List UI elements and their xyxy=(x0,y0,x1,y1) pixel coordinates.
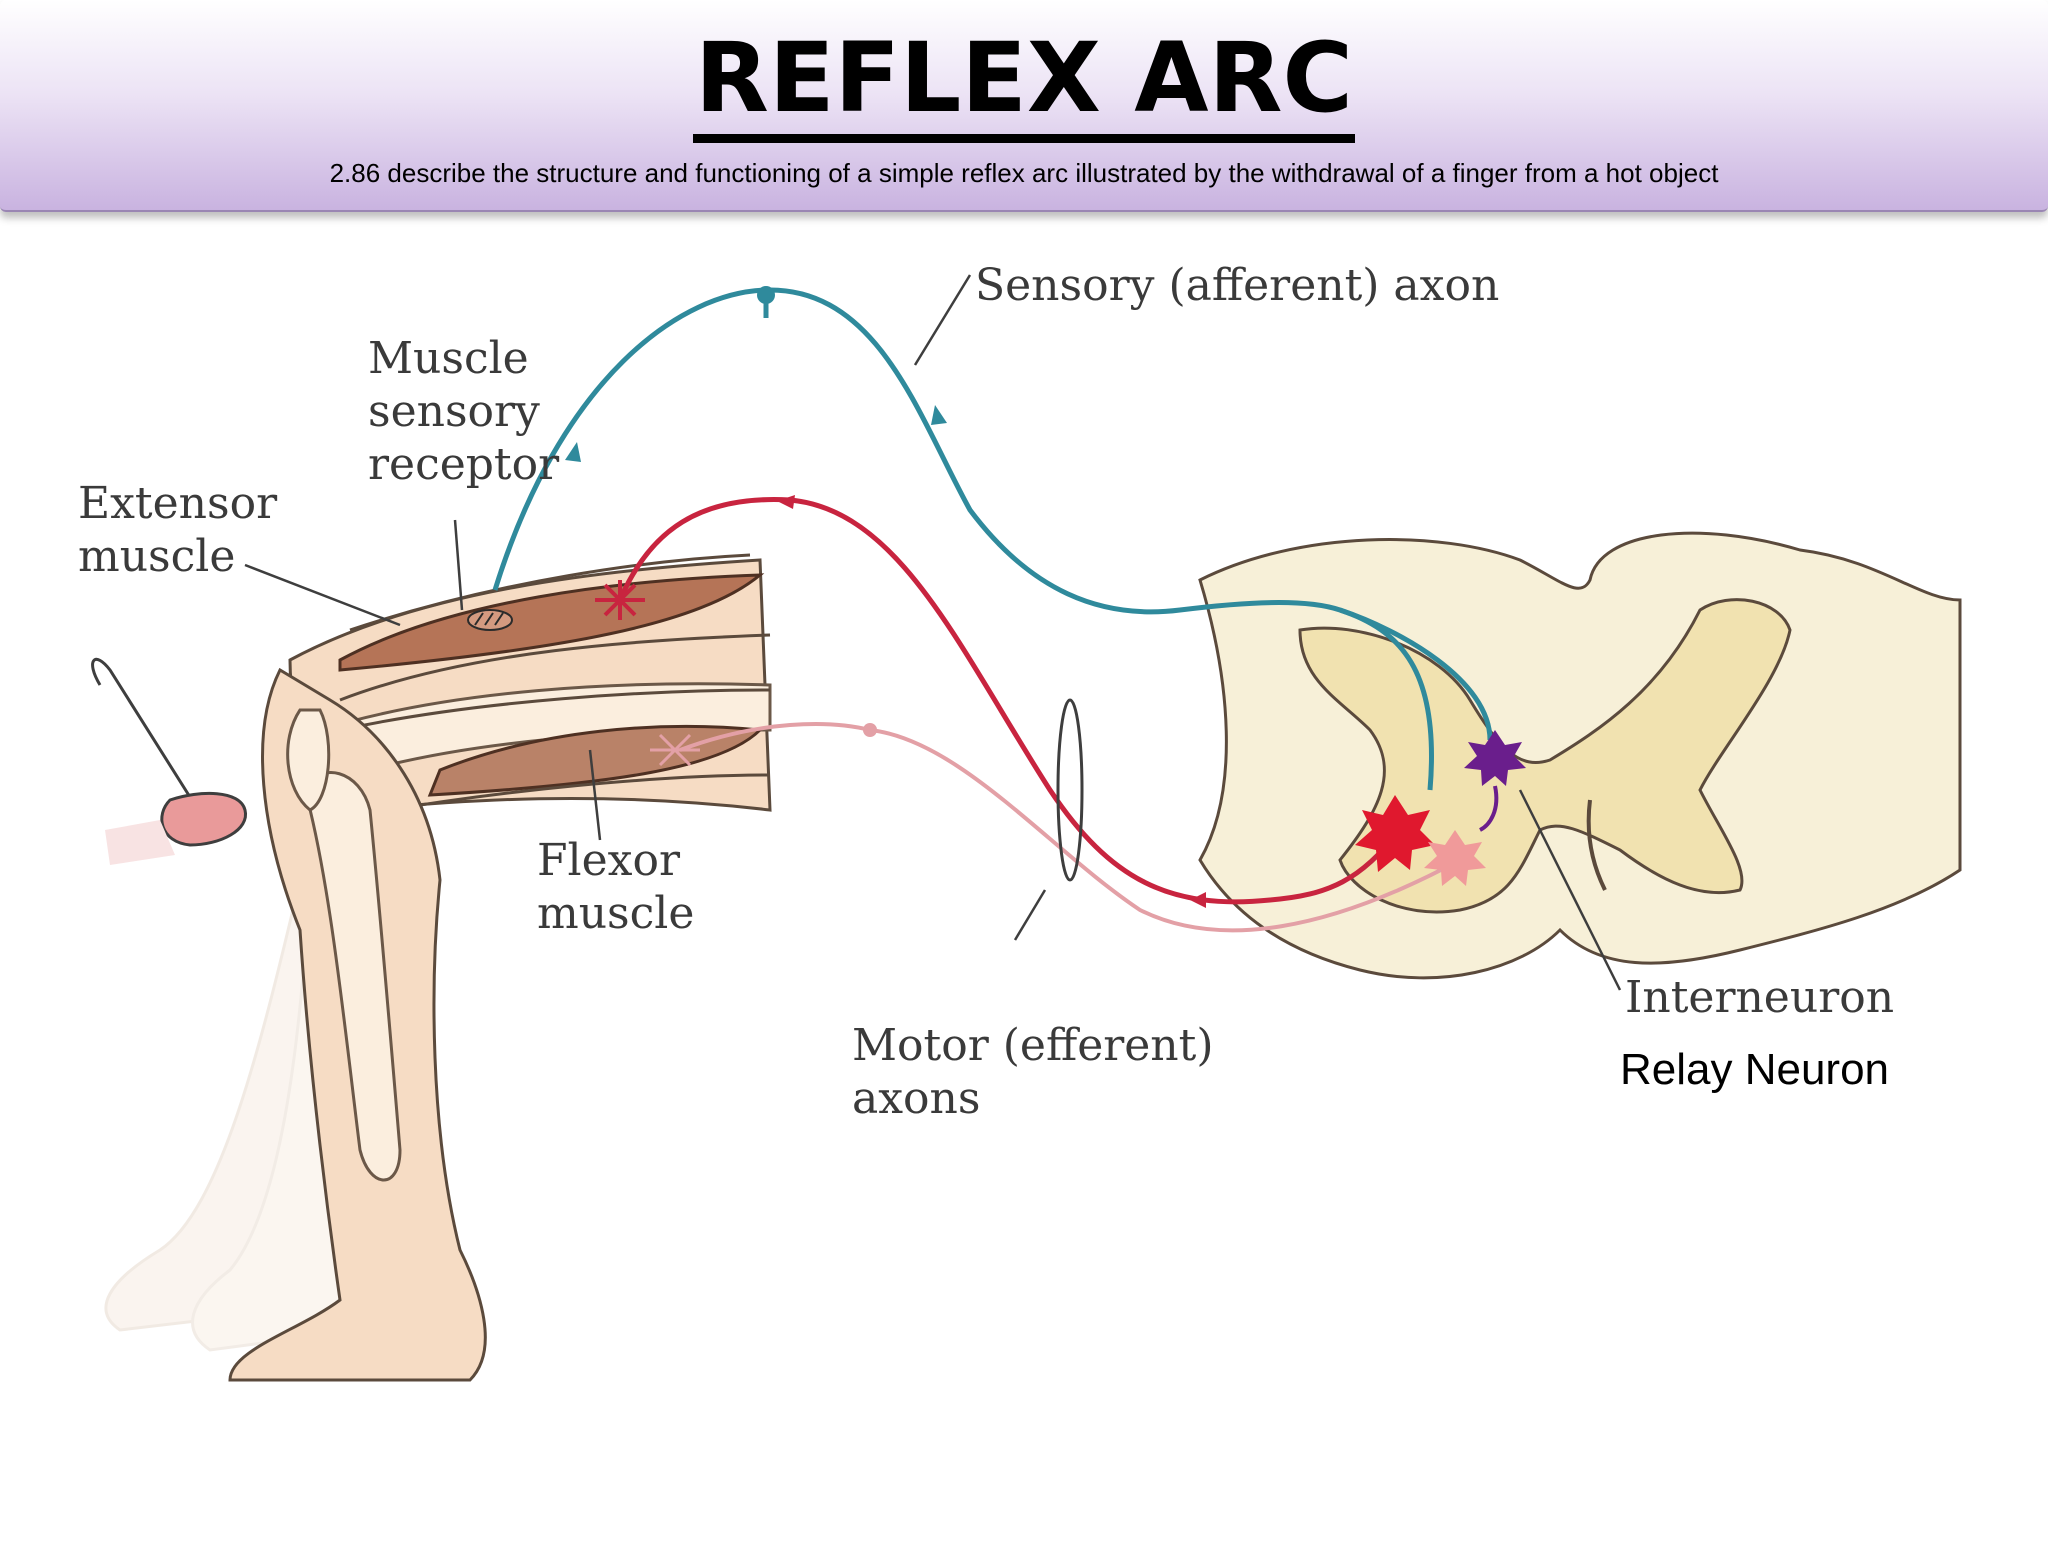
page-subtitle: 2.86 describe the structure and function… xyxy=(329,158,1719,188)
interneuron-cell xyxy=(1464,730,1526,786)
label-flexor-muscle: Flexor muscle xyxy=(537,835,695,939)
extensor-muscle-shape xyxy=(338,573,765,672)
reflex-arc-diagram: Sensory (afferent) axon Muscle sensory r… xyxy=(0,230,2048,1536)
label-relay-neuron: Relay Neuron xyxy=(1620,1045,1890,1094)
label-muscle-sensory-receptor: Muscle sensory receptor xyxy=(368,333,560,490)
motor-end-plate-extensor xyxy=(595,580,645,620)
label-interneuron: Interneuron xyxy=(1625,972,1895,1023)
label-motor-efferent-axons: Motor (efferent) axons xyxy=(852,1020,1214,1124)
kneecap xyxy=(286,708,331,812)
flexor-motor-neuron xyxy=(1424,830,1486,886)
leader-lines xyxy=(244,274,1622,991)
femur xyxy=(317,682,772,777)
muscle-sensory-receptor-shape xyxy=(467,609,513,631)
extensor-motor-neuron xyxy=(1355,795,1435,872)
motor-axon-extensor xyxy=(617,497,1402,905)
axon-bundle-ring xyxy=(1056,698,1084,882)
tibia xyxy=(303,771,402,1182)
motor-end-plate-flexor xyxy=(650,733,700,767)
reflex-hammer xyxy=(91,657,247,865)
label-sensory-afferent-axon: Sensory (afferent) axon xyxy=(975,260,1500,311)
motor-axon-flexor xyxy=(679,722,1461,933)
reflex-arc-illustration xyxy=(91,274,1962,1382)
slide-header: REFLEX ARC 2.86 describe the structure a… xyxy=(0,0,2048,212)
page-title: REFLEX ARC xyxy=(0,22,2048,143)
label-extensor-muscle: Extensor muscle xyxy=(78,478,278,582)
central-canal xyxy=(1586,799,1607,891)
